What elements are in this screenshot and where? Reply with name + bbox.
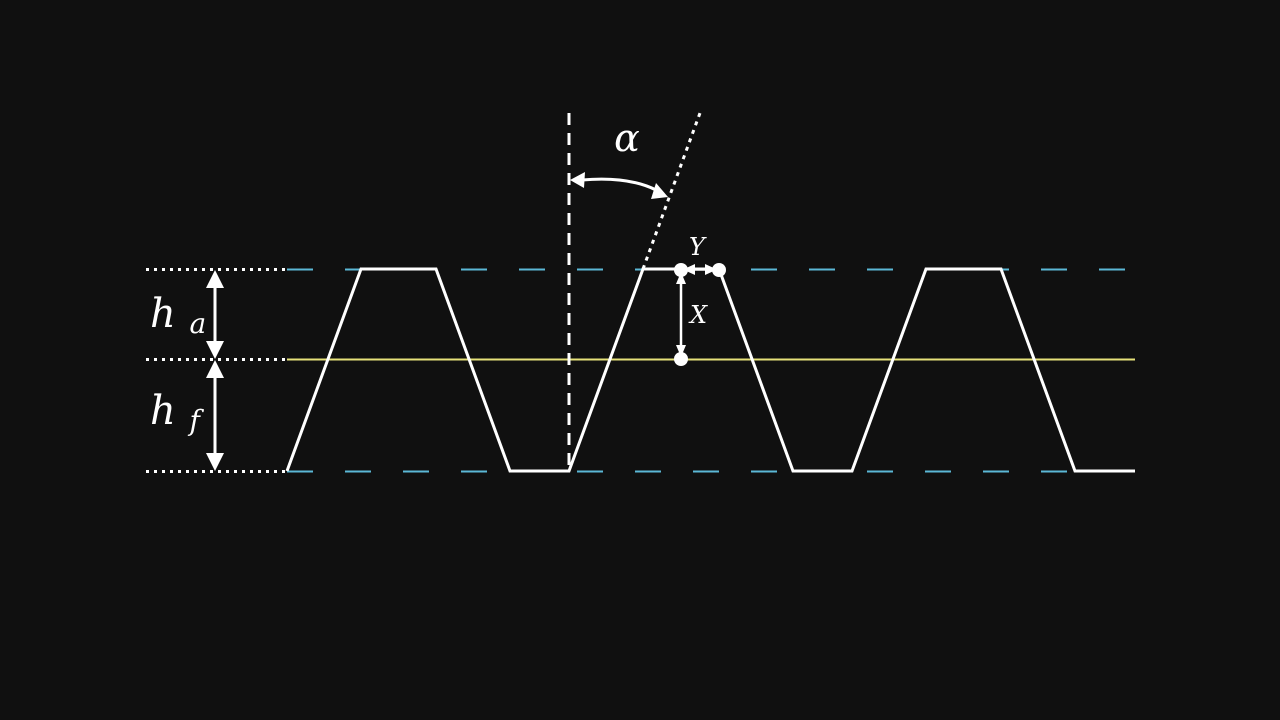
addendum-arrowhead-bottom (206, 341, 224, 359)
rack-tooth-profile (285, 267, 1135, 473)
dedendum-label-main: h (150, 388, 176, 434)
dedendum-arrowhead-bottom (206, 453, 224, 471)
dedendum-label-sub: f (187, 404, 204, 437)
x-offset-arrowhead-bottom (676, 345, 686, 357)
addendum-arrowhead-top (206, 270, 224, 288)
addendum-label-main: h (150, 291, 176, 337)
y-offset-arrowhead-left (683, 264, 695, 275)
y-offset-arrowhead-right (705, 264, 717, 275)
angle-arrowhead-left (570, 172, 585, 188)
dedendum-arrowhead-top (206, 360, 224, 378)
addendum-label: h a (150, 291, 206, 340)
x-offset-arrowhead-top (676, 272, 686, 284)
angle-arrowhead-right (651, 183, 668, 199)
angle-arc (581, 177, 657, 192)
dedendum-label: h f (150, 388, 204, 437)
point-pitch-reference (674, 352, 688, 366)
flank-extension-line (641, 112, 702, 270)
point-tip-reference (674, 263, 688, 277)
alpha-label: α (614, 116, 640, 160)
x-offset-label: X (688, 301, 708, 329)
point-tip-corner (712, 263, 726, 277)
y-offset-label: Y (689, 233, 707, 261)
addendum-label-sub: a (189, 307, 206, 340)
